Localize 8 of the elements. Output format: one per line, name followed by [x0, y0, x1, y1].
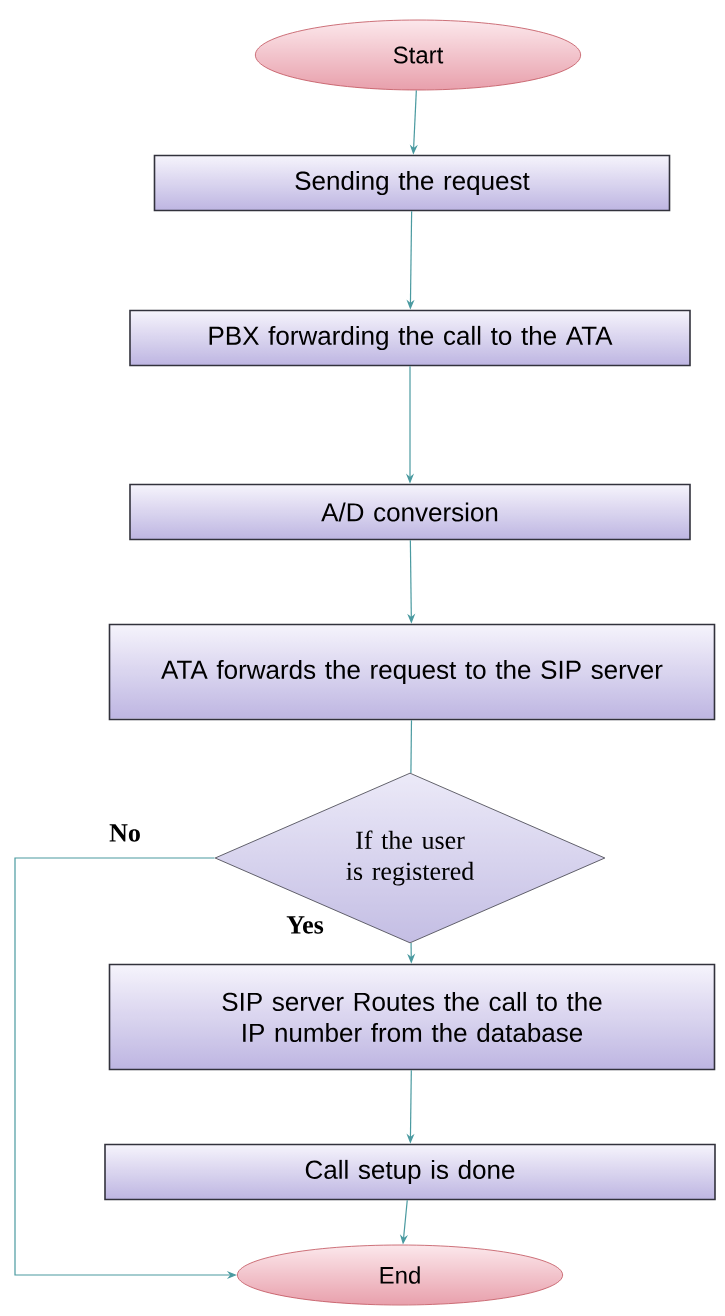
- process-box: Sending the request: [153, 154, 671, 212]
- process-box: PBX forwarding the call to the ATA: [129, 309, 691, 367]
- process-box: SIP server Routes the call to the IP number from the database: [108, 963, 716, 1071]
- edge-label: Yes: [284, 914, 326, 936]
- process-box: A/D conversion: [129, 483, 691, 541]
- edge-label: No: [107, 822, 143, 844]
- process-box: Call setup is done: [104, 1143, 716, 1201]
- process-box: ATA forwards the request to the SIP server: [108, 623, 716, 721]
